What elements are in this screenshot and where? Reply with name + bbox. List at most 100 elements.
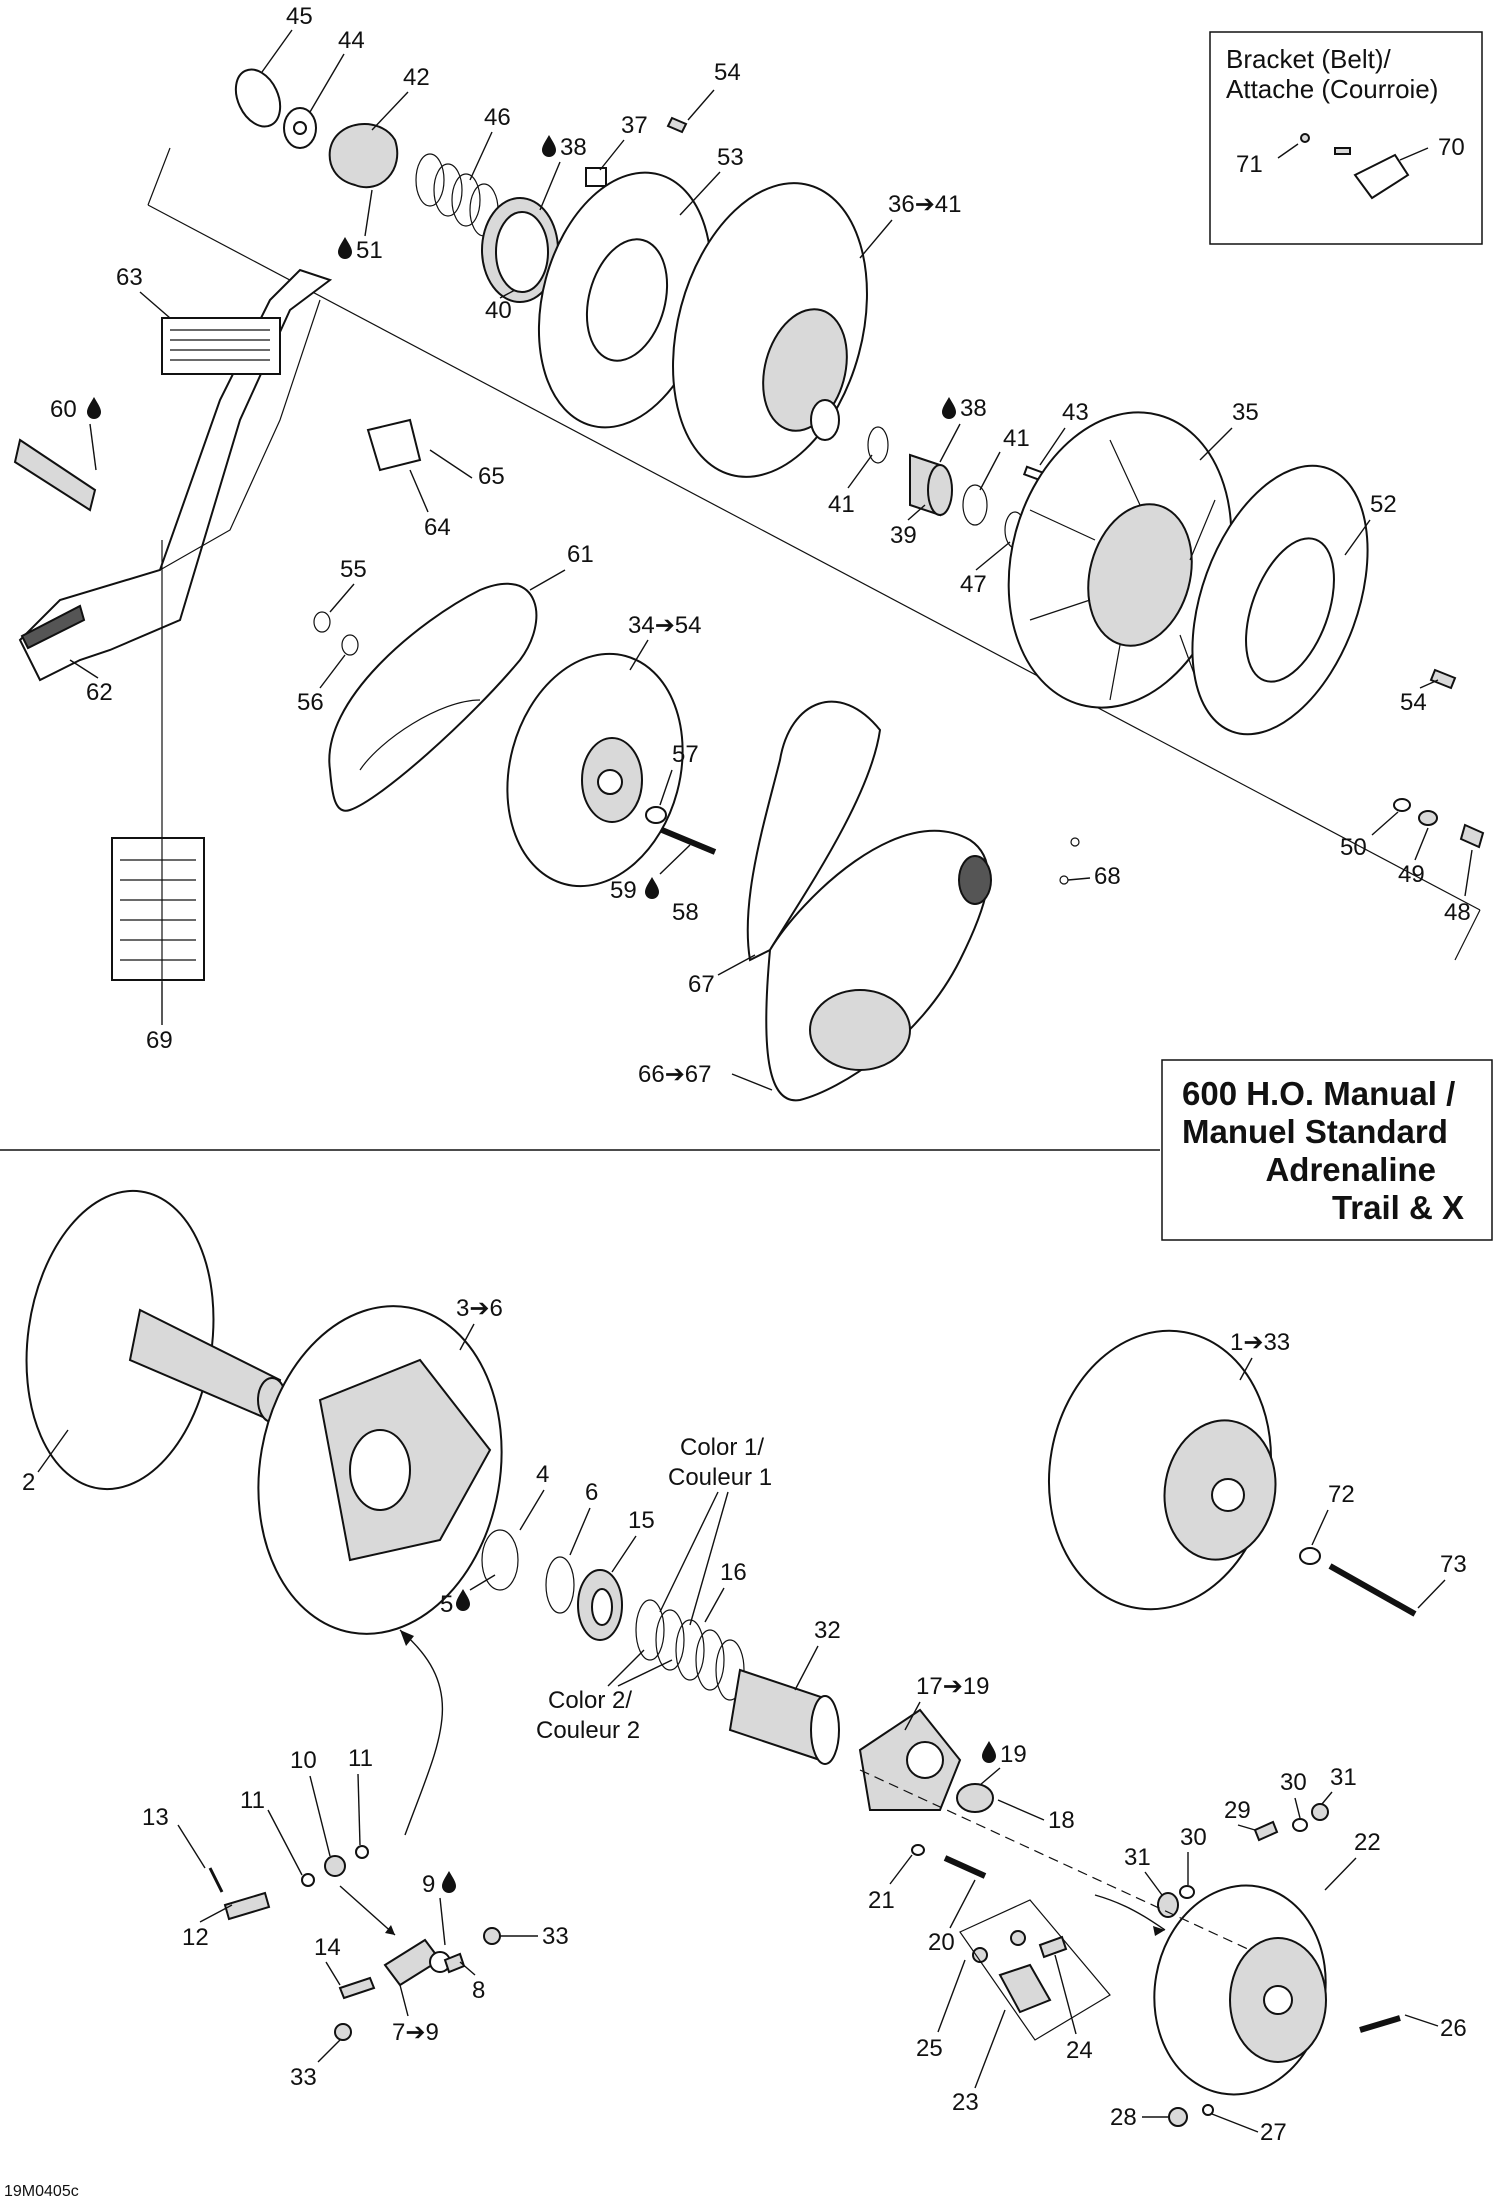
callout-73: 73 — [1440, 1551, 1467, 1578]
callout-57: 57 — [672, 741, 699, 768]
callout-3-6: 3➔6 — [456, 1295, 503, 1322]
assembly-arrow — [399, 1629, 444, 1836]
callout-48: 48 — [1444, 899, 1471, 926]
callout-69: 69 — [146, 1027, 173, 1054]
callout-32: 32 — [814, 1617, 841, 1644]
callout-59: 59 — [610, 877, 637, 904]
washer-hole — [293, 121, 307, 135]
title-line-2: Manuel Standard — [1182, 1113, 1448, 1150]
callout-46: 46 — [484, 104, 511, 131]
title-line-1: 600 H.O. Manual / — [1182, 1075, 1455, 1112]
ring-41 — [867, 426, 889, 464]
top-section: Bracket (Belt)/ Attache (Courroie) — [13, 31, 1485, 1102]
callout-54b: 54 — [1400, 689, 1427, 716]
nut-49 — [1418, 810, 1438, 826]
callout-11b: 11 — [240, 1787, 265, 1814]
callouts: 45 44 42 46 38 37 54 53 36➔41 51 40 63 6… — [4, 3, 1473, 2200]
bottom-section — [25, 1189, 1417, 2127]
belt-teeth — [359, 699, 481, 771]
washer-11b — [355, 1845, 369, 1859]
callout-65: 65 — [478, 463, 505, 490]
callout-60: 60 — [50, 396, 77, 423]
callout-8: 8 — [472, 1977, 485, 2004]
washer-27 — [1202, 2104, 1214, 2116]
bracket-box-line-2: Attache (Courroie) — [1226, 74, 1438, 104]
callout-35: 35 — [1232, 399, 1259, 426]
color1-line-2: Couleur 1 — [668, 1464, 772, 1491]
callout-14: 14 — [314, 1934, 341, 1961]
washer-55 — [313, 611, 331, 633]
callout-9: 9 — [422, 1871, 435, 1898]
bushing-18 — [956, 1783, 994, 1813]
drive-pulley-bore — [1211, 1478, 1245, 1512]
callout-67: 67 — [688, 971, 715, 998]
callout-41b: 41 — [828, 491, 855, 518]
callout-20: 20 — [928, 1929, 955, 1956]
pin-14 — [338, 1976, 376, 2000]
callout-10: 10 — [290, 1747, 317, 1774]
roller-10 — [324, 1855, 346, 1877]
callout-4: 4 — [536, 1461, 549, 1488]
plate-53-bore — [585, 238, 669, 362]
roller-24 — [1038, 1935, 1068, 1959]
callout-16: 16 — [720, 1559, 747, 1586]
washer-57 — [645, 806, 667, 824]
title-box: 600 H.O. Manual / Manuel Standard Adrena… — [1161, 1059, 1493, 1241]
callout-22: 22 — [1354, 1829, 1381, 1856]
title-line-3: Adrenaline — [1265, 1151, 1436, 1188]
movable-sheave-bore — [349, 1429, 411, 1511]
oil-drop-icon — [982, 1741, 996, 1763]
callout-5: 5 — [440, 1591, 453, 1618]
cover-window — [809, 989, 911, 1071]
figure-reference: 19M0405c — [4, 2183, 79, 2200]
rivet-68 — [1070, 837, 1080, 847]
oil-drop-icon — [942, 397, 956, 419]
washer-30b — [1179, 1885, 1195, 1899]
callout-17-19: 17➔19 — [916, 1673, 990, 1700]
color1-line-1: Color 1/ — [680, 1434, 764, 1461]
oil-drop-icon — [87, 397, 101, 419]
ramp-23 — [998, 1963, 1052, 2014]
callout-53: 53 — [717, 144, 744, 171]
info-label-69 — [111, 837, 205, 981]
callout-26: 26 — [1440, 2015, 1467, 2042]
callout-29: 29 — [1224, 1797, 1251, 1824]
cable-60 — [13, 438, 97, 512]
pin-12 — [223, 1891, 271, 1921]
callout-33b: 33 — [290, 2064, 317, 2091]
oil-drop-icon — [338, 237, 352, 259]
callout-54a: 54 — [714, 59, 741, 86]
callout-52: 52 — [1370, 491, 1397, 518]
cam-42 — [328, 123, 399, 189]
callout-55: 55 — [340, 556, 367, 583]
callout-62: 62 — [86, 679, 113, 706]
callout-18: 18 — [1048, 1807, 1075, 1834]
callout-21: 21 — [868, 1887, 895, 1914]
oil-drop-icon — [442, 1871, 456, 1893]
washer-56 — [341, 634, 359, 656]
callout-43: 43 — [1062, 399, 1089, 426]
callout-30b: 30 — [1280, 1769, 1307, 1796]
callout-6: 6 — [585, 1479, 598, 1506]
callout-71: 71 — [1236, 151, 1263, 178]
belt-guard-clip — [20, 604, 86, 650]
callout-61: 61 — [567, 541, 594, 568]
callout-39: 39 — [890, 522, 917, 549]
callout-34-54: 34➔54 — [628, 612, 702, 639]
spring-46 — [415, 153, 499, 237]
callout-12: 12 — [182, 1924, 209, 1951]
oil-drop-icon — [645, 877, 659, 899]
screw-25 — [1010, 1930, 1026, 1946]
screw-33 — [483, 1927, 501, 1945]
washer-11 — [301, 1873, 315, 1887]
callout-11a: 11 — [348, 1745, 373, 1772]
sheave-36-bore — [810, 399, 840, 441]
callout-15: 15 — [628, 1507, 655, 1534]
callout-66-67: 66➔67 — [638, 1061, 712, 1088]
callout-38b: 38 — [960, 395, 987, 422]
callout-36-41: 36➔41 — [888, 191, 962, 218]
roller-31 — [1157, 1892, 1179, 1918]
callout-31b: 31 — [1330, 1764, 1357, 1791]
sheave-35-fins — [1029, 439, 1216, 701]
